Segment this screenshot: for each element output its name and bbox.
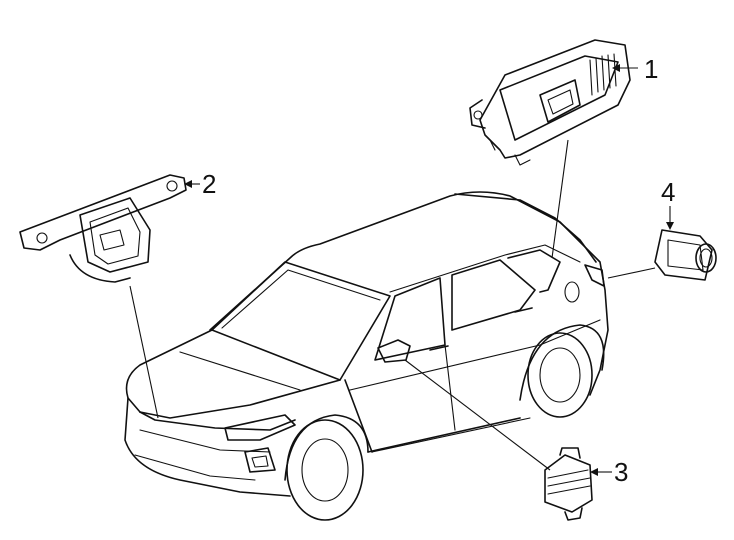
part-4-parking-sensor [654, 229, 717, 281]
arrowhead-2 [184, 180, 192, 188]
callout-label-3: 3 [614, 457, 628, 487]
arrowhead-3 [590, 468, 598, 476]
callout-label-4: 4 [661, 177, 675, 207]
suv-vehicle [124, 191, 609, 521]
callout-4: 4 [661, 177, 675, 230]
arrowhead-4 [666, 222, 674, 230]
callout-label-1: 1 [644, 54, 658, 84]
callout-1: 1 [612, 54, 658, 84]
leader-line-3 [404, 359, 551, 471]
callout-2: 2 [184, 169, 216, 199]
leader-line-4 [607, 267, 656, 279]
callout-3: 3 [590, 457, 628, 487]
callout-label-2: 2 [202, 169, 216, 199]
arrowhead-1 [612, 64, 620, 72]
leader-line-2 [129, 285, 159, 419]
part-2-camera-bracket [19, 174, 187, 283]
leader-line-1 [551, 139, 569, 259]
leader-lines [129, 139, 656, 471]
part-3-sensor [544, 447, 593, 521]
part-1-control-module [469, 39, 631, 166]
